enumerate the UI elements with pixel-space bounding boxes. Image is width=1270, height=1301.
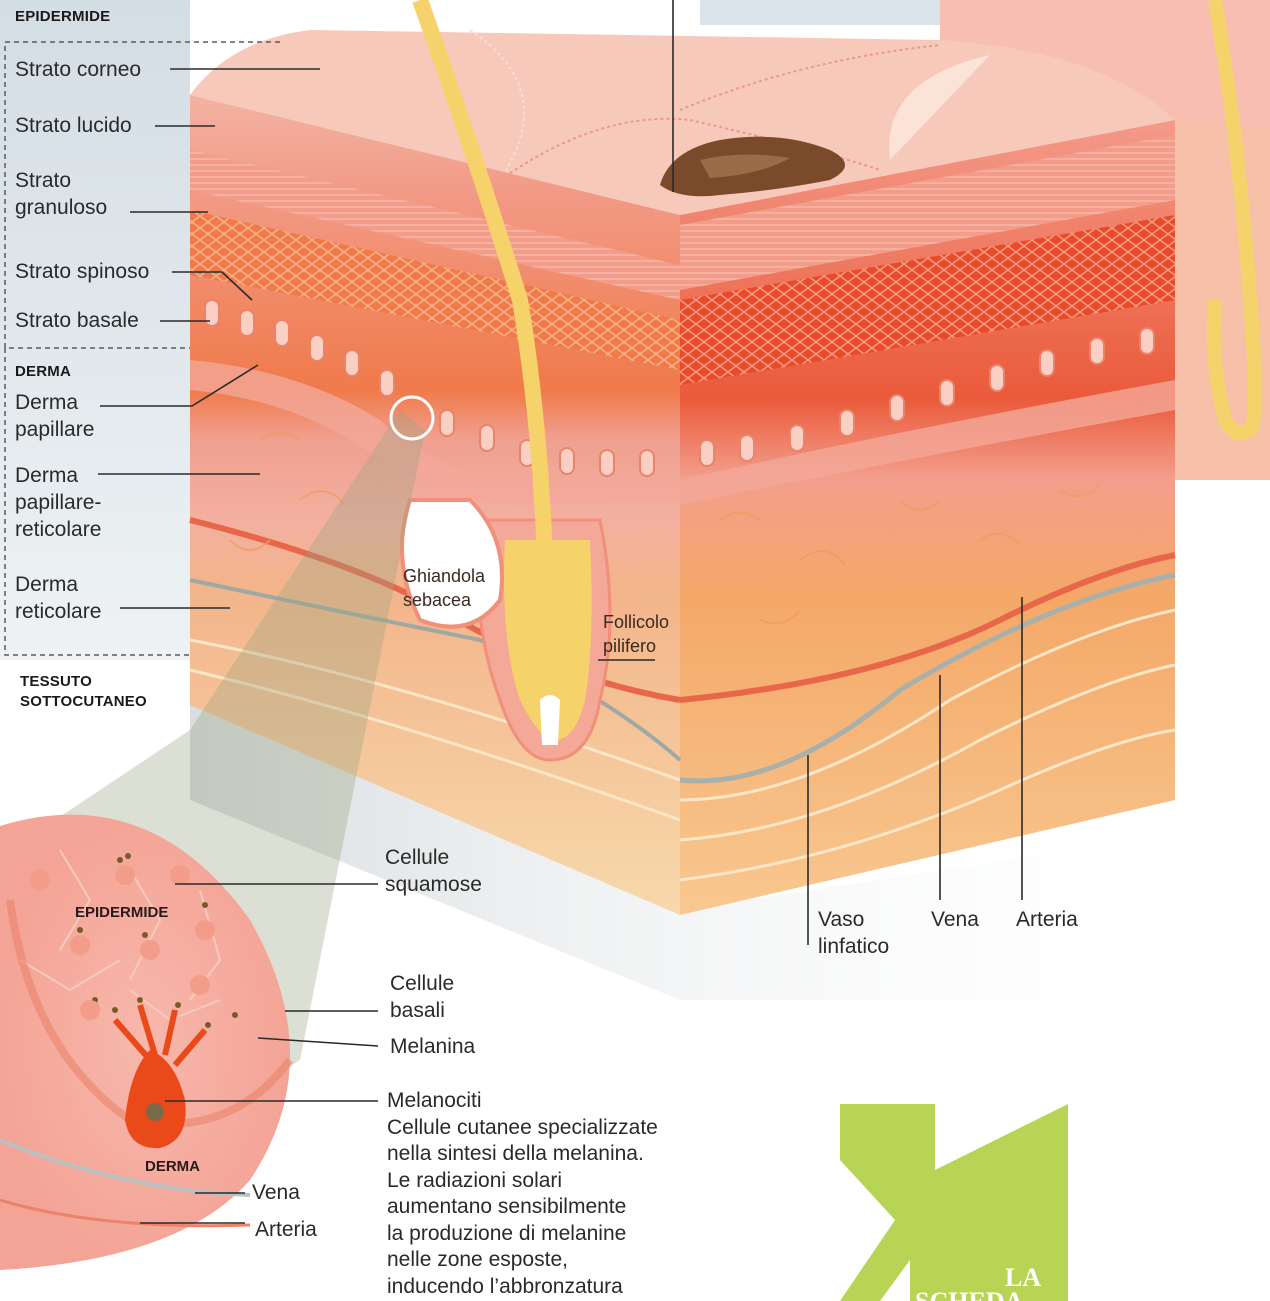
top-panel xyxy=(700,0,940,25)
label-derma-pap-ret-line1: Derma xyxy=(15,462,78,489)
logo-text-line2: SCHEDA xyxy=(915,1287,1065,1301)
label-derma-papillare-line1: Derma xyxy=(15,389,78,416)
label-cellule-basali-line2: basali xyxy=(390,997,445,1024)
label-strato-granuloso-line2: granuloso xyxy=(15,194,107,221)
label-melanina: Melanina xyxy=(390,1033,475,1060)
label-cellule-squamose-line1: Cellule xyxy=(385,844,449,871)
label-derma-reticolare-line1: Derma xyxy=(15,571,78,598)
heading-tessuto-line1: TESSUTO xyxy=(20,672,92,691)
label-ghiandola-line2: sebacea xyxy=(403,588,471,612)
label-cellule-basali-line1: Cellule xyxy=(390,970,454,997)
label-derma-papillare-line2: papillare xyxy=(15,416,94,443)
label-detail-vena: Vena xyxy=(252,1179,300,1206)
melanociti-description: Melanociti Cellule cutanee specializzate… xyxy=(387,1088,727,1300)
label-vena: Vena xyxy=(931,906,979,933)
label-derma-pap-ret-line3: reticolare xyxy=(15,516,101,543)
label-strato-granuloso-line1: Strato xyxy=(15,167,71,194)
label-follicolo-line2: pilifero xyxy=(603,634,656,658)
melanociti-line: Melanociti xyxy=(387,1088,727,1115)
melanociti-line: Le radiazioni solari xyxy=(387,1168,727,1195)
melanociti-line: Cellule cutanee specializzate xyxy=(387,1115,727,1142)
label-detail-arteria: Arteria xyxy=(255,1216,317,1243)
melanociti-line: la produzione di melanine xyxy=(387,1221,727,1248)
label-arteria: Arteria xyxy=(1016,906,1078,933)
detail-heading-derma: DERMA xyxy=(145,1158,200,1175)
label-cellule-squamose-line2: squamose xyxy=(385,871,482,898)
label-ghiandola-line1: Ghiandola xyxy=(403,564,485,588)
label-strato-lucido: Strato lucido xyxy=(15,112,132,139)
label-strato-corneo: Strato corneo xyxy=(15,56,141,83)
label-strato-basale: Strato basale xyxy=(15,307,139,334)
label-derma-pap-ret-line2: papillare- xyxy=(15,489,101,516)
label-vaso-line2: linfatico xyxy=(818,933,889,960)
heading-epidermide: EPIDERMIDE xyxy=(15,7,110,26)
detail-heading-epidermide: EPIDERMIDE xyxy=(75,904,168,921)
melanociti-line: nella sintesi della melanina. xyxy=(387,1141,727,1168)
label-vaso-line1: Vaso xyxy=(818,906,864,933)
label-follicolo-line1: Follicolo xyxy=(603,610,669,634)
heading-derma: DERMA xyxy=(15,362,71,381)
heading-tessuto-line2: SOTTOCUTANEO xyxy=(20,692,147,711)
melanociti-line: inducendo l’abbronzatura xyxy=(387,1274,727,1301)
melanociti-line: aumentano sensibilmente xyxy=(387,1194,727,1221)
label-strato-spinoso: Strato spinoso xyxy=(15,258,149,285)
label-derma-reticolare-line2: reticolare xyxy=(15,598,101,625)
melanociti-line: nelle zone esposte, xyxy=(387,1247,727,1274)
